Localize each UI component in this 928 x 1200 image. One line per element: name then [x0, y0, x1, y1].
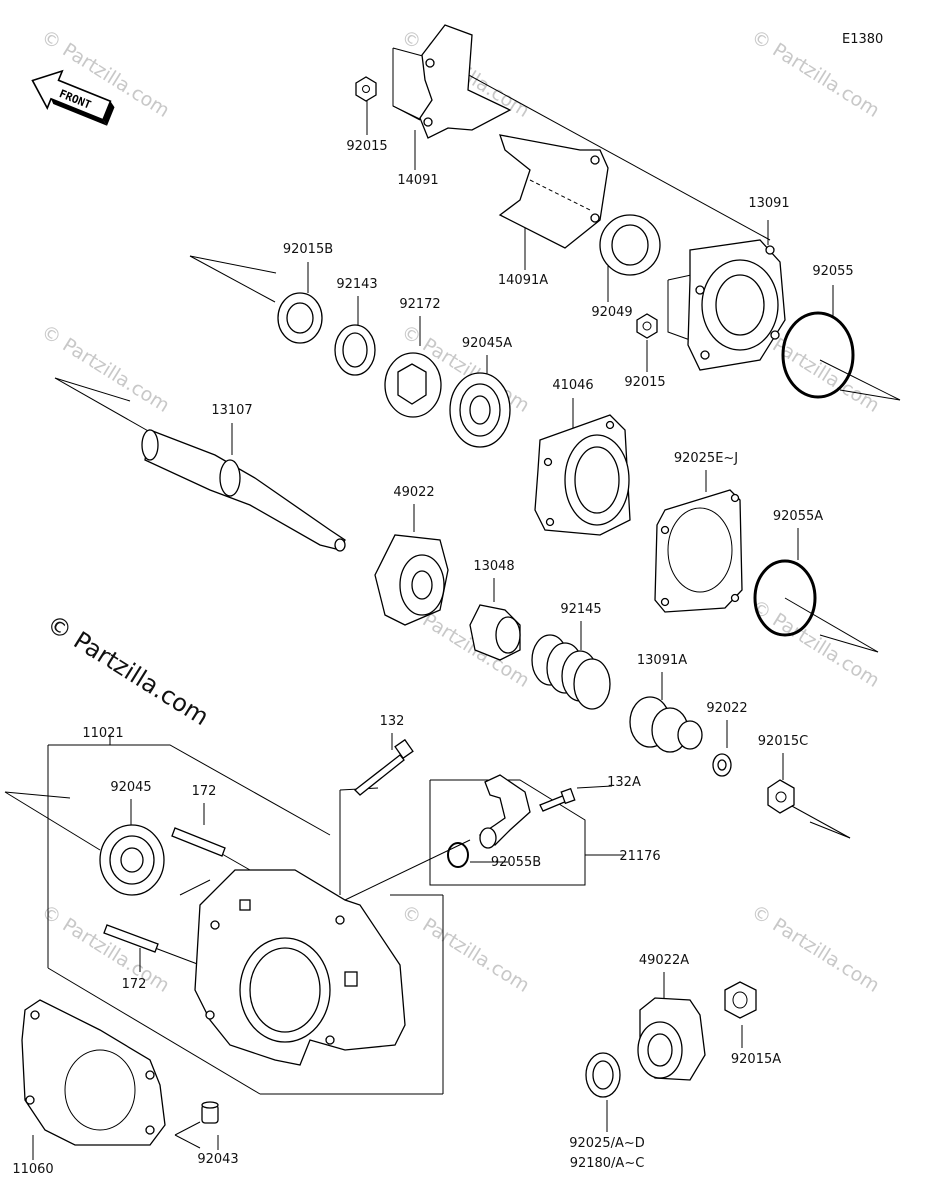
watermarks: © Partzilla.com © Partzilla.com © Partzi… [37, 26, 883, 997]
part-label-172-a[interactable]: 172 [192, 784, 217, 799]
gear-49022A[interactable] [637, 997, 706, 1081]
stud-172-b[interactable] [103, 924, 159, 953]
part-label-92015A[interactable]: 92015A [731, 1052, 781, 1067]
pin-92043[interactable] [201, 1101, 219, 1124]
watermark: © Partzilla.com [397, 901, 533, 997]
nut-92015[interactable] [355, 76, 377, 102]
part-label-92145[interactable]: 92145 [560, 602, 601, 617]
part-label-92025E~J[interactable]: 92025E~J [674, 451, 738, 466]
part-label-92015-b[interactable]: 92015 [624, 375, 665, 390]
part-label-92180/A~C[interactable]: 92180/A~C [570, 1156, 645, 1171]
part-label-92172[interactable]: 92172 [399, 297, 440, 312]
part-label-13107[interactable]: 13107 [211, 403, 252, 418]
part-label-132A[interactable]: 132A [607, 775, 641, 790]
collar-92143[interactable] [334, 324, 376, 376]
part-label-92043[interactable]: 92043 [197, 1152, 238, 1167]
part-label-92045[interactable]: 92045 [110, 780, 151, 795]
part-label-11060[interactable]: 11060 [12, 1162, 53, 1177]
o-ring-92055A[interactable] [753, 559, 817, 637]
part-label-13048[interactable]: 13048 [473, 559, 514, 574]
leader-lines [4, 47, 901, 1160]
part-label-49022A[interactable]: 49022A [639, 953, 689, 968]
part-label-92143[interactable]: 92143 [336, 277, 377, 292]
watermark: © Partzilla.com [747, 901, 883, 997]
bearing-92045[interactable] [99, 824, 165, 896]
gasket-92025E-J[interactable] [654, 489, 743, 613]
sleeve-13048[interactable] [469, 604, 521, 661]
watermark: © Partzilla.com [37, 321, 173, 417]
part-label-92015C[interactable]: 92015C [758, 734, 808, 749]
bolt-132[interactable] [354, 738, 414, 796]
case-11021[interactable] [194, 869, 406, 1066]
nut-92015A[interactable] [724, 981, 757, 1019]
shaft-13107[interactable] [141, 429, 346, 552]
shim-92172[interactable] [384, 352, 442, 418]
part-label-41046[interactable]: 41046 [552, 378, 593, 393]
washer-92022[interactable] [712, 753, 732, 777]
part-label-92055A[interactable]: 92055A [773, 509, 823, 524]
part-label-14091A[interactable]: 14091A [498, 273, 548, 288]
o-ring-92055[interactable] [781, 311, 855, 399]
shim-92025[interactable] [585, 1052, 621, 1098]
part-label-92025/A~D[interactable]: 92025/A~D [569, 1136, 645, 1151]
plate-14091A[interactable] [498, 134, 609, 249]
gasket-11060[interactable] [21, 999, 166, 1146]
spring-92145[interactable] [531, 634, 611, 710]
part-label-92049[interactable]: 92049 [591, 305, 632, 320]
part-label-92015-a[interactable]: 92015 [346, 139, 387, 154]
bolt-132A[interactable] [539, 787, 576, 812]
bracket-14091[interactable] [419, 24, 512, 139]
part-label-132[interactable]: 132 [380, 714, 405, 729]
nut-92015C[interactable] [767, 779, 795, 814]
nut-92015-b[interactable] [636, 313, 658, 339]
seal-92049[interactable] [599, 214, 661, 276]
stud-172-a[interactable] [171, 827, 226, 857]
part-13091A[interactable] [629, 696, 703, 753]
part-label-92015B[interactable]: 92015B [283, 242, 333, 257]
bearing-92045A[interactable] [449, 372, 511, 448]
part-label-14091[interactable]: 14091 [397, 173, 438, 188]
lock-nut-92015B[interactable] [277, 292, 323, 344]
sensor-21176[interactable] [478, 774, 531, 849]
housing-13091[interactable] [687, 239, 786, 371]
part-label-21176[interactable]: 21176 [619, 849, 660, 864]
part-label-11021[interactable]: 11021 [82, 726, 123, 741]
part-label-92055B[interactable]: 92055B [491, 855, 541, 870]
watermark-main: © Partzilla.com [42, 609, 214, 731]
part-label-172-b[interactable]: 172 [122, 977, 147, 992]
o-ring-92055B[interactable] [447, 842, 469, 868]
part-label-92055[interactable]: 92055 [812, 264, 853, 279]
front-arrow-icon: FRONT [31, 69, 115, 126]
housing-41046[interactable] [534, 414, 631, 536]
part-label-49022[interactable]: 49022 [393, 485, 434, 500]
bevel-gear-49022[interactable] [374, 534, 449, 626]
part-labels: 92015 14091 14091A 13091 92055 92049 92015 9201… [12, 139, 853, 1177]
diagram-code: E1380 [842, 32, 883, 47]
part-label-13091[interactable]: 13091 [748, 196, 789, 211]
part-label-92045A[interactable]: 92045A [462, 336, 512, 351]
part-label-92022[interactable]: 92022 [706, 701, 747, 716]
part-label-13091A[interactable]: 13091A [637, 653, 687, 668]
